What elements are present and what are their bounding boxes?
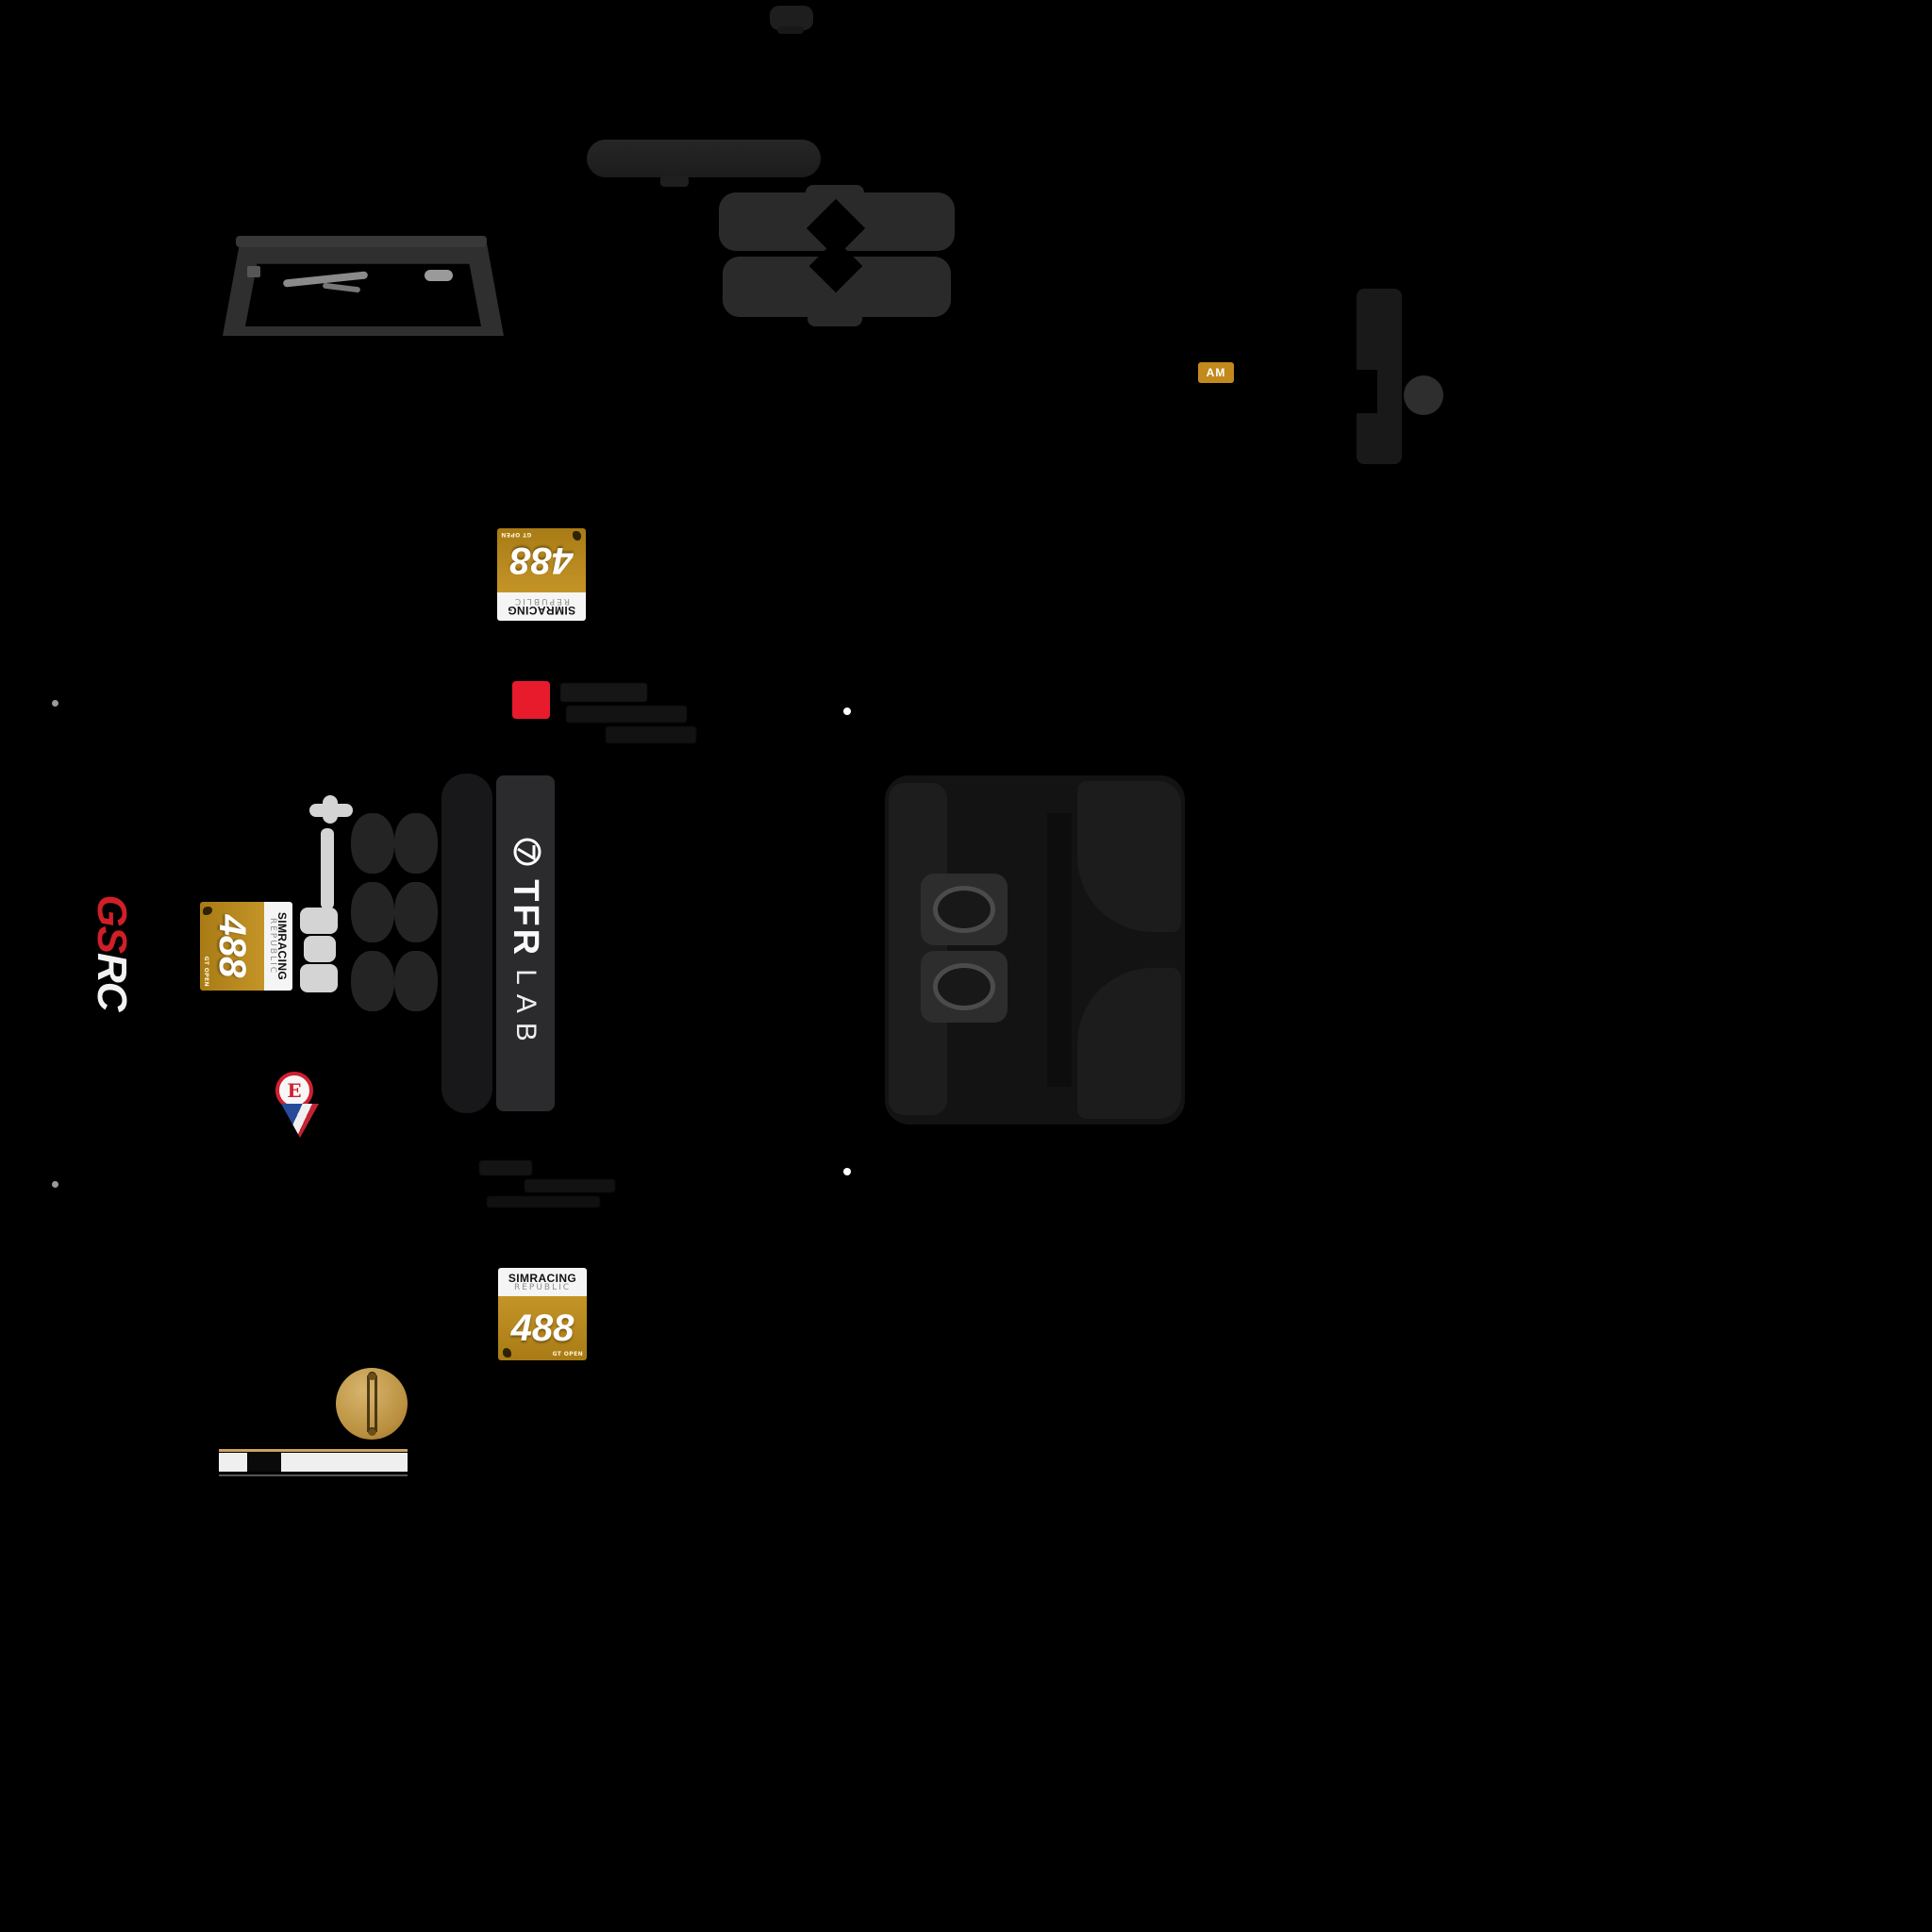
cushion-ring-shape [933, 963, 995, 1010]
seat-back-pads-shape [717, 185, 957, 326]
vent-blob-shape [425, 270, 453, 281]
cockpit-wing-top-shape [1077, 781, 1181, 932]
faint-sponsor-mark [487, 1196, 600, 1208]
pad-bottom-bump-shape [808, 309, 862, 326]
right-cap-circle-shape [1404, 375, 1443, 415]
registration-dot [843, 708, 851, 715]
right-bracket-notch [1357, 370, 1377, 413]
faint-sponsor-mark [566, 706, 687, 723]
cushion-ring-shape [933, 886, 995, 933]
e-badge-letter: E [287, 1079, 302, 1102]
team-strip: SIMRACING REPUBLIC [264, 902, 292, 991]
series-label: GT OPEN [552, 1351, 583, 1357]
team-strip: SIMRACING REPUBLIC [497, 592, 586, 621]
race-number: 488 [510, 1307, 575, 1349]
race-number: 488 [509, 540, 574, 582]
registration-dot [52, 1181, 58, 1188]
faint-sponsor-mark [479, 1160, 532, 1175]
team-strip: SIMRACING REPUBLIC [498, 1268, 587, 1296]
race-number: 488 [211, 914, 254, 978]
tfr-lab-panel: TFR LAB [496, 775, 555, 1111]
fuel-cap-screw [368, 1427, 376, 1436]
padding-blob-shape [394, 813, 438, 874]
upper-band-tab-shape [660, 175, 689, 187]
cockpit-center-channel-shape [1047, 813, 1072, 1087]
fuel-cap-shape [336, 1368, 408, 1440]
team-name-light: REPUBLIC [268, 917, 278, 975]
cockpit-wing-bottom-shape [1077, 968, 1181, 1119]
top-small-part-tab-shape [777, 26, 804, 34]
cockpit-left-strip-shape [889, 783, 947, 1115]
pennant-badge-icon [281, 1104, 319, 1138]
gsrc-logo-left: GS [89, 894, 135, 954]
faint-sponsor-mark [525, 1179, 615, 1192]
cockpit-floor-panel [885, 775, 1185, 1124]
jack-base-shape [304, 936, 336, 962]
fuel-cap-screw [368, 1372, 376, 1380]
padding-blob-shape [351, 951, 394, 1011]
team-name-bold: SIMRACING [275, 911, 290, 981]
gsrc-logo: GS RC [83, 894, 140, 1011]
race-number-plate-top: SIMRACING REPUBLIC 488 GT OPEN [497, 528, 586, 621]
prancing-horse-mark-icon [503, 1348, 511, 1357]
team-name-light: REPUBLIC [512, 596, 571, 607]
series-label: GT OPEN [203, 956, 209, 987]
banner-black-segment-shape [247, 1453, 281, 1472]
am-badge-label: AM [1206, 366, 1226, 379]
jack-base-shape [300, 908, 338, 934]
window-surround-shape [223, 234, 504, 336]
padding-blob-shape [394, 951, 438, 1011]
surround-lip-shape [236, 236, 487, 247]
series-label: GT OPEN [501, 531, 532, 538]
fuel-cap-slot [367, 1375, 370, 1432]
team-name-bold: SIMRACING [508, 1271, 577, 1285]
jack-base-shape [300, 964, 338, 992]
gsrc-logo-right: RC [89, 953, 135, 1011]
seat-cushion [921, 951, 1008, 1023]
top-small-part-shape [770, 6, 813, 30]
registration-dot [52, 700, 58, 707]
banner-bottom-line-shape [219, 1474, 408, 1476]
tfr-glyph-icon [508, 836, 543, 868]
race-number-plate-left: SIMRACING REPUBLIC 488 GT OPEN [200, 902, 292, 991]
fuel-cap-slot [375, 1375, 377, 1432]
team-name-bold: SIMRACING [507, 604, 576, 618]
corner-clip-shape [247, 266, 260, 277]
seat-cushion [921, 874, 1008, 945]
padding-blob-shape [394, 882, 438, 942]
faint-sponsor-mark [606, 726, 696, 743]
tfr-logo-subtext: LAB [510, 969, 541, 1051]
padding-blob-shape [351, 882, 394, 942]
plate-gold-area: 488 GT OPEN [498, 1296, 587, 1360]
sill-panel-shape [441, 774, 492, 1113]
prancing-horse-mark-icon [573, 531, 581, 541]
faint-sponsor-mark [560, 683, 647, 702]
team-name-light: REPUBLIC [513, 1282, 572, 1292]
padding-blob-shape [351, 813, 394, 874]
banner-strip [219, 1449, 408, 1481]
tfr-logo-text: TFR [506, 879, 546, 958]
upper-band-shape [587, 140, 821, 177]
jack-handle-top-shape [323, 795, 338, 824]
red-logo-square [512, 681, 550, 719]
surround-inner-cutout [245, 263, 481, 326]
plate-gold-area: 488 GT OPEN [497, 528, 586, 592]
am-class-badge: AM [1198, 362, 1234, 383]
banner-gold-line-shape [219, 1449, 408, 1452]
race-number-plate-bottom: SIMRACING REPUBLIC 488 GT OPEN [498, 1268, 587, 1360]
plate-gold-area: 488 GT OPEN [200, 902, 264, 991]
registration-dot [843, 1168, 851, 1175]
jack-stem-shape [321, 828, 334, 909]
